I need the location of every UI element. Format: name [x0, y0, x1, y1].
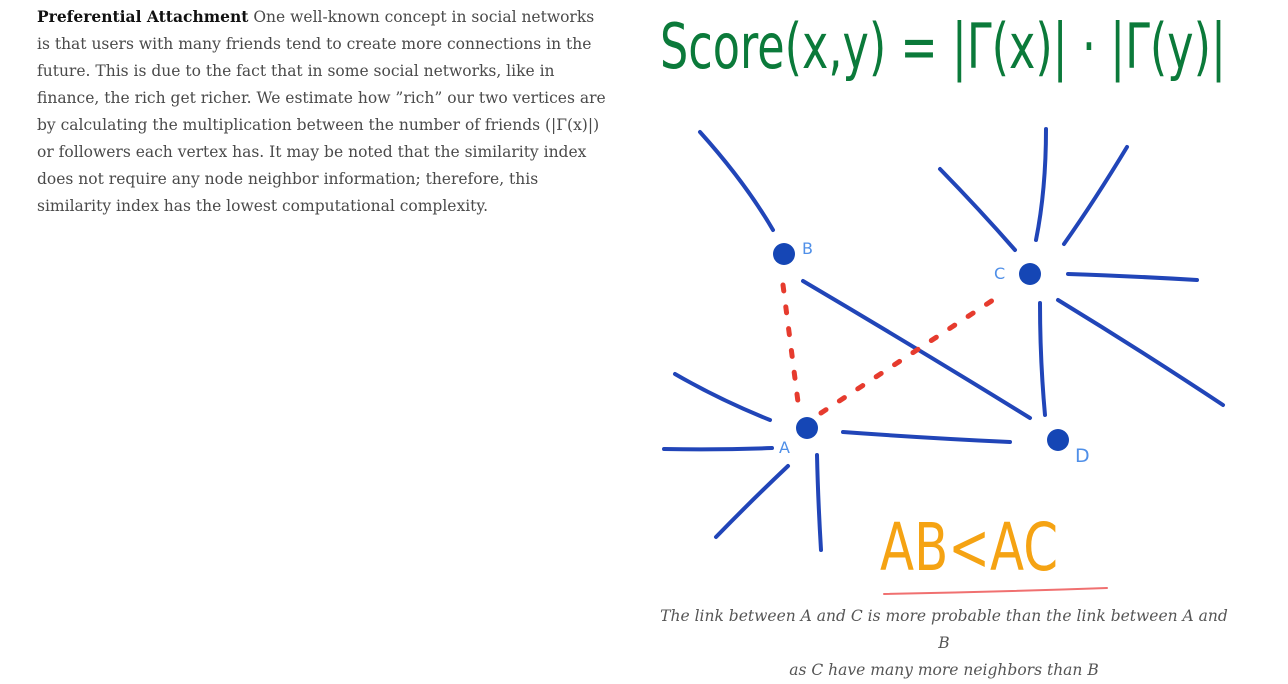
caption-line-2: as C have many more neighbors than B [789, 661, 1099, 679]
edge-a-out-1 [673, 372, 772, 422]
formula-text: Score(x,y) = |Γ(x)| · |Γ(y)| [660, 10, 1226, 84]
comparison-text: AB<AC [880, 509, 1058, 586]
edge-c-d [1038, 301, 1047, 417]
caption-line-1: The link between A and C is more probabl… [660, 607, 1228, 652]
node-a [796, 417, 818, 439]
node-label-a: A [779, 438, 790, 457]
network-diagram: Score(x,y) = |Γ(x)| · |Γ(y)| B C A [640, 0, 1288, 668]
node-c [1019, 263, 1041, 285]
dashed-link-a-c [818, 297, 996, 416]
article-heading: Preferential Attachment [37, 7, 249, 26]
edge-a-d [841, 430, 1012, 444]
article-paragraph: Preferential Attachment One well-known c… [37, 3, 607, 220]
edge-c-out-1 [938, 167, 1017, 252]
edge-a-out-3 [714, 464, 790, 539]
figure-caption: The link between A and C is more probabl… [660, 603, 1228, 684]
dashed-link-a-b [780, 282, 801, 405]
node-d [1047, 429, 1069, 451]
edge-c-out-2 [1034, 127, 1048, 242]
edge-c-out-4 [1066, 272, 1199, 282]
comparison-underline [883, 587, 1108, 595]
node-label-d: D [1075, 445, 1090, 467]
edge-a-out-2 [662, 446, 774, 452]
node-label-b: B [802, 239, 813, 258]
network-diagram-svg: Score(x,y) = |Γ(x)| · |Γ(y)| B C A [660, 10, 1226, 595]
edge-c-out-3 [1062, 145, 1129, 246]
edge-b-out [698, 130, 775, 232]
article-body: One well-known concept in social network… [37, 8, 606, 215]
edge-c-out-5 [1056, 298, 1225, 407]
node-b [773, 243, 795, 265]
node-label-c: C [994, 264, 1005, 283]
edge-a-out-4 [815, 453, 823, 552]
